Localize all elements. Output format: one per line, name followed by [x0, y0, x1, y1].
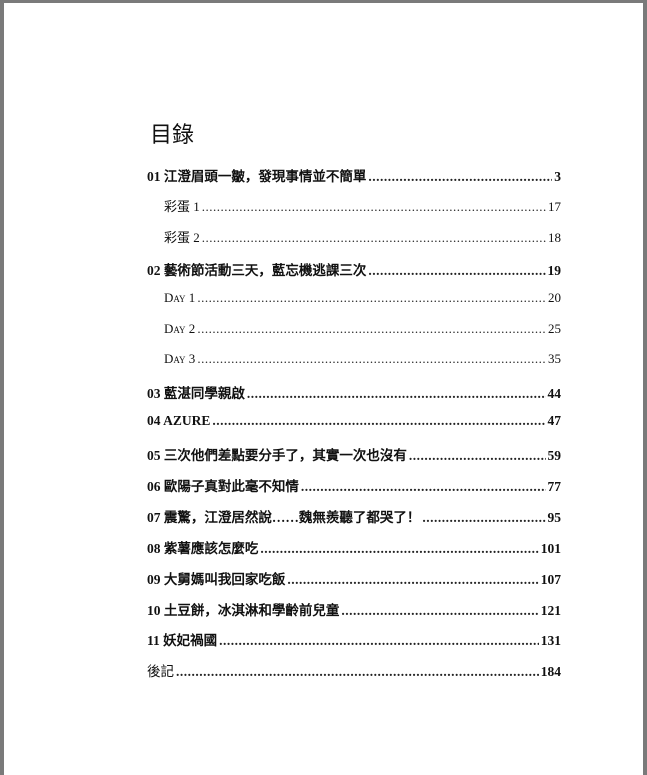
toc-leader-dots	[260, 541, 538, 557]
toc-entry-label: 07 震驚，江澄居然說……魏無羨聽了都哭了！	[147, 510, 421, 525]
toc-leader-dots	[197, 321, 546, 337]
toc-leader-dots	[247, 386, 546, 402]
toc-entry-chapter-10[interactable]: 10 土豆餅，冰淇淋和學齡前兒童 121	[147, 599, 561, 619]
toc-entry-label: 05 三次他們差點要分手了，其實一次也沒有	[147, 448, 407, 463]
toc-entry-chapter-03[interactable]: 03 藍湛同學親啟 44	[147, 382, 561, 402]
toc-entry-page: 44	[547, 386, 562, 401]
toc-entry-page: 101	[540, 541, 561, 556]
toc-entry-page: 19	[547, 263, 562, 278]
toc-entry-page: 25	[548, 321, 561, 336]
toc-leader-dots	[176, 664, 539, 680]
toc-entry-afterword[interactable]: 後記 184	[147, 660, 561, 680]
toc-entry-page: 3	[554, 169, 561, 184]
toc-leader-dots	[301, 479, 546, 495]
toc-entry-bonus-1[interactable]: 彩蛋 1 17	[164, 196, 561, 216]
toc-entry-page: 77	[547, 479, 562, 494]
toc-entry-label: 彩蛋 1	[164, 199, 200, 214]
toc-entry-label: 03 藍湛同學親啟	[147, 386, 245, 401]
toc-leader-dots	[368, 169, 552, 185]
toc-entry-page: 131	[540, 633, 561, 648]
toc-leader-dots	[287, 572, 538, 588]
toc-entry-label: Day 1	[164, 290, 196, 305]
toc-entry-label: 02 藝術節活動三天，藍忘機逃課三次	[147, 263, 367, 278]
toc-entry-chapter-01[interactable]: 01 江澄眉頭一皺，發現事情並不簡單 3	[147, 165, 561, 185]
toc-leader-dots	[422, 510, 545, 526]
toc-entry-day-2[interactable]: Day 2 25	[164, 321, 561, 341]
toc-leader-dots	[197, 351, 546, 367]
toc-leader-dots	[409, 448, 546, 464]
toc-entry-label: Day 2	[164, 321, 196, 336]
toc-entry-page: 35	[548, 351, 561, 366]
toc-entry-page: 17	[548, 199, 561, 214]
toc-entry-page: 184	[540, 664, 561, 679]
toc-entry-chapter-09[interactable]: 09 大舅媽叫我回家吃飯 107	[147, 568, 561, 588]
toc-entry-chapter-07[interactable]: 07 震驚，江澄居然說……魏無羨聽了都哭了！ 95	[147, 506, 561, 526]
toc-entry-day-3[interactable]: Day 3 35	[164, 351, 561, 371]
toc-entry-label: 彩蛋 2	[164, 230, 200, 245]
toc-leader-dots	[341, 603, 538, 619]
toc-leader-dots	[202, 230, 546, 246]
toc-entry-chapter-08[interactable]: 08 紫薯應該怎麼吃 101	[147, 537, 561, 557]
toc-leader-dots	[212, 413, 545, 429]
toc-entry-label: 01 江澄眉頭一皺，發現事情並不簡單	[147, 169, 367, 184]
toc-entry-day-1[interactable]: Day 1 20	[164, 290, 561, 310]
toc-entry-page: 107	[540, 572, 561, 587]
toc-entry-label: 後記	[147, 664, 174, 679]
toc-title: 目錄	[150, 123, 195, 148]
toc-entry-page: 121	[540, 603, 561, 618]
toc-leader-dots	[368, 263, 545, 279]
toc-entry-chapter-05[interactable]: 05 三次他們差點要分手了，其實一次也沒有 59	[147, 444, 561, 464]
toc-leader-dots	[197, 290, 546, 306]
toc-entry-chapter-06[interactable]: 06 歐陽子真對此毫不知情 77	[147, 475, 561, 495]
toc-entry-bonus-2[interactable]: 彩蛋 2 18	[164, 227, 561, 247]
toc-leader-dots	[219, 633, 539, 649]
toc-entry-chapter-04[interactable]: 04 AZURE 47	[147, 413, 561, 433]
toc-entry-label: 10 土豆餅，冰淇淋和學齡前兒童	[147, 603, 340, 618]
toc-entry-page: 20	[548, 290, 561, 305]
toc-leader-dots	[202, 199, 546, 215]
toc-entry-label: 06 歐陽子真對此毫不知情	[147, 479, 299, 494]
toc-entry-label: 08 紫薯應該怎麼吃	[147, 541, 259, 556]
toc-entry-label: Day 3	[164, 351, 196, 366]
toc-entry-chapter-02[interactable]: 02 藝術節活動三天，藍忘機逃課三次 19	[147, 259, 561, 279]
toc-entry-chapter-11[interactable]: 11 妖妃禍國 131	[147, 629, 561, 649]
toc-entry-page: 59	[547, 448, 562, 463]
toc-entry-label: 04 AZURE	[147, 413, 211, 428]
toc-entry-page: 47	[547, 413, 562, 428]
toc-entry-label: 11 妖妃禍國	[147, 633, 218, 648]
toc-entry-label: 09 大舅媽叫我回家吃飯	[147, 572, 286, 587]
toc-entry-page: 95	[547, 510, 562, 525]
toc-entry-page: 18	[548, 230, 561, 245]
